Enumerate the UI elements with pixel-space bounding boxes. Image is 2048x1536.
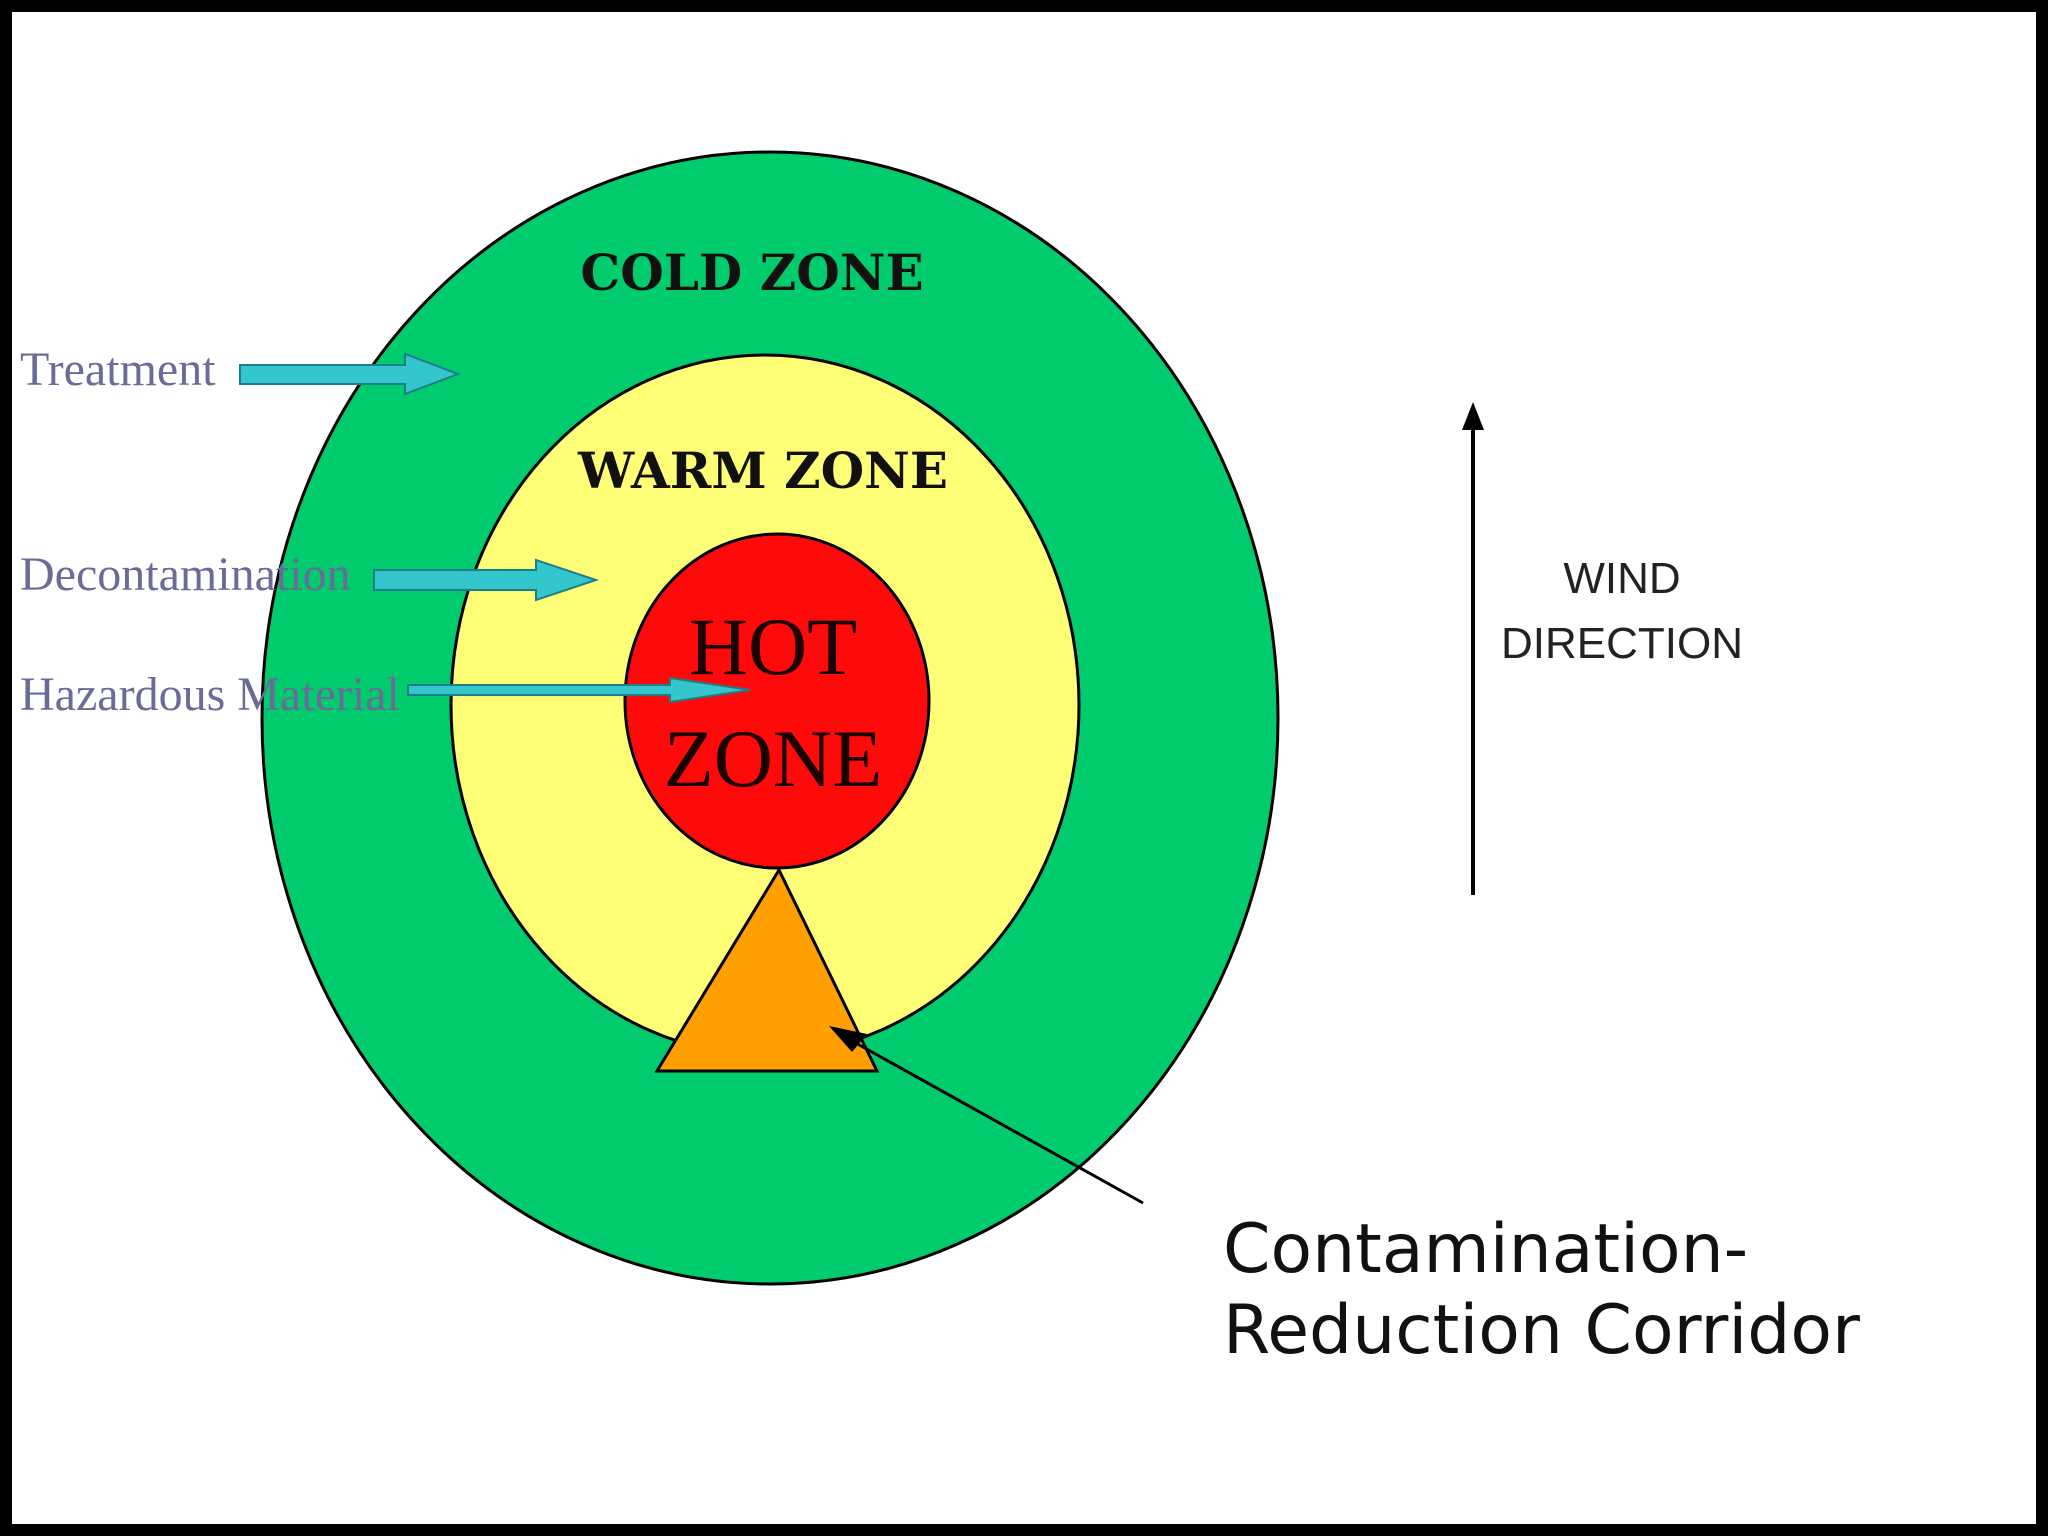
corridor-leader-line	[853, 1040, 1144, 1205]
corridor-triangle	[654, 866, 880, 1073]
corridor-leader-arrowhead	[829, 1026, 867, 1052]
treatment-pointer-arrow	[239, 352, 461, 396]
wind-arrow-head	[1462, 402, 1484, 430]
corridor-callout-line2: Reduction Corridor	[1223, 1291, 1860, 1370]
wind-label-line2: DIRECTION	[1501, 619, 1743, 668]
hot-zone-ellipse	[623, 532, 931, 870]
decontamination-pointer-arrow	[373, 558, 600, 602]
hot-zone-label-line2: ZONE	[664, 713, 883, 804]
hot-zone-label-line1: HOT	[689, 601, 858, 692]
decontamination-label: Decontamination	[20, 548, 351, 601]
treatment-label: Treatment	[20, 343, 216, 396]
warm-zone-label: WARM ZONE	[577, 441, 948, 500]
cold-zone-label: COLD ZONE	[580, 243, 923, 302]
corridor-callout-line1: Contamination-	[1223, 1210, 1748, 1289]
wind-label-line1: WIND	[1563, 554, 1680, 603]
hazardous-material-label: Hazardous Material	[20, 668, 400, 721]
hazardous-material-pointer-arrow	[407, 676, 751, 704]
